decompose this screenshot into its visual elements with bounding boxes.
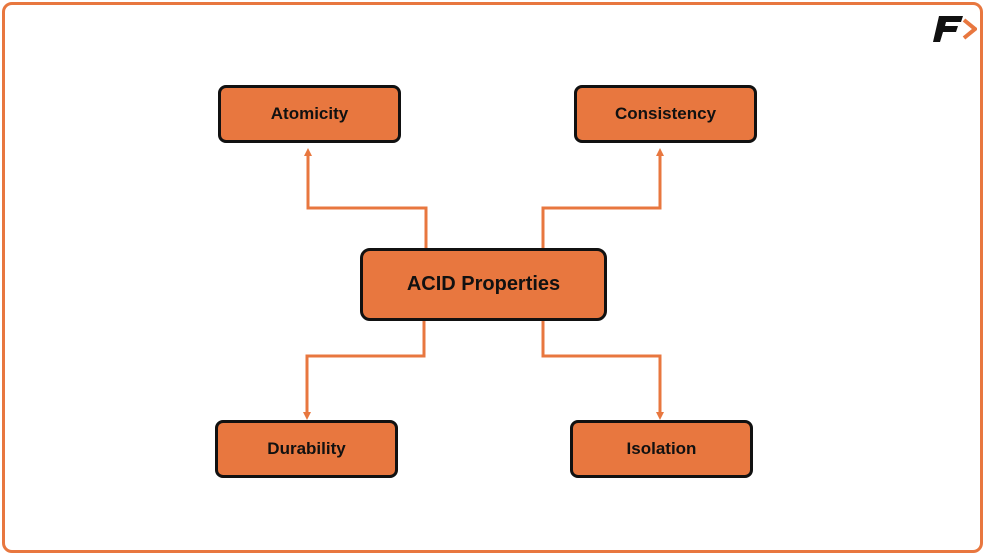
node-acid-properties: ACID Properties [360, 248, 607, 321]
node-acid-properties-label: ACID Properties [406, 273, 561, 295]
node-consistency-label: Consistency [614, 104, 717, 123]
brand-f-arrow-icon [933, 16, 977, 42]
node-durability: Durability [215, 420, 398, 478]
node-atomicity-label: Atomicity [270, 104, 349, 123]
node-consistency: Consistency [574, 85, 757, 143]
node-isolation: Isolation [570, 420, 753, 478]
node-atomicity: Atomicity [218, 85, 401, 143]
node-isolation-label: Isolation [626, 439, 697, 458]
node-durability-label: Durability [267, 439, 346, 458]
